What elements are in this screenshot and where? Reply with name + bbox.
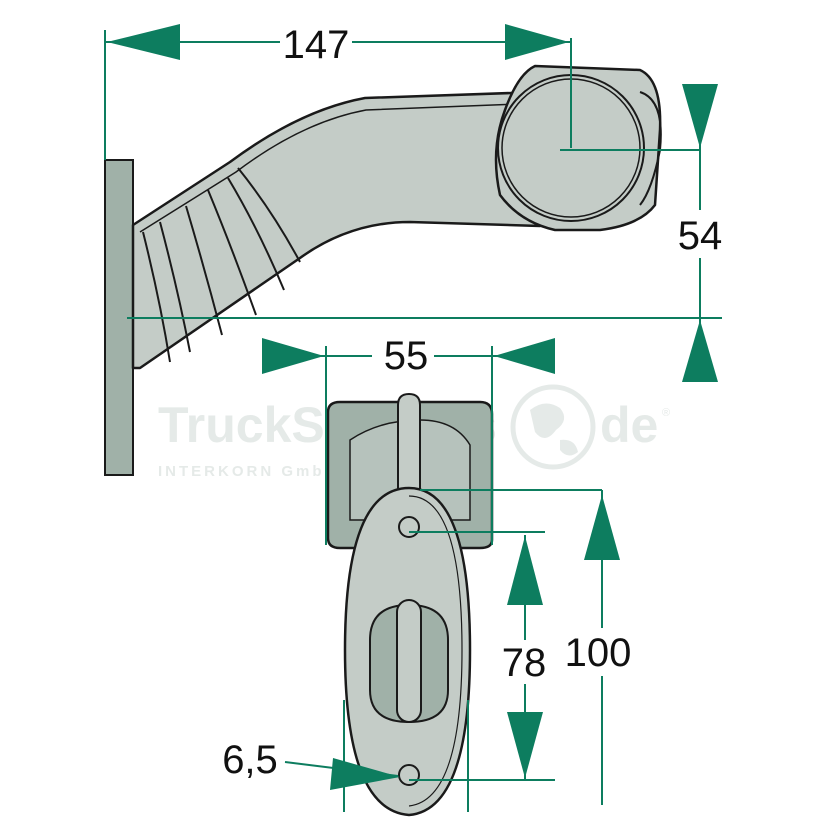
arrow-up-icon: [507, 536, 543, 605]
dimension-55: 55: [262, 334, 555, 545]
arrow-right-icon: [330, 758, 400, 790]
side-view: [104, 64, 662, 476]
dimension-100: 100: [420, 489, 640, 805]
dimension-label-147: 147: [283, 23, 350, 67]
mounting-hole-top: [398, 516, 420, 538]
arrow-down-icon: [682, 84, 718, 148]
globe-icon: [510, 384, 596, 470]
stem: [397, 392, 421, 496]
dimension-label-78: 78: [502, 641, 547, 685]
dimension-label-55: 55: [384, 334, 429, 378]
dimension-6-5: 6,5: [222, 700, 469, 812]
watermark-registered: ®: [662, 407, 670, 419]
dimension-label-6-5: 6,5: [222, 738, 278, 782]
dimension-78: 78: [409, 531, 555, 781]
dimension-54: 54: [127, 84, 727, 382]
arrow-down-icon: [507, 712, 543, 778]
socket-slot: [396, 599, 422, 723]
globe-continents-icon: [530, 403, 578, 456]
dimension-label-54: 54: [678, 214, 723, 258]
watermark-company: INTERKORN GmbH: [158, 463, 338, 480]
arrow-left-icon: [107, 24, 180, 60]
arrow-left-icon: [494, 338, 555, 374]
arrow-up-icon: [584, 495, 620, 560]
arrow-up-icon: [682, 320, 718, 382]
arm-inner-edge: [139, 103, 521, 233]
mounting-hole-bottom: [398, 764, 420, 786]
dimension-label-100: 100: [565, 631, 632, 675]
ribbed-section: [142, 167, 301, 363]
watermark-brand-right: de: [600, 397, 658, 453]
arrow-right-icon: [505, 24, 569, 60]
arrow-right-icon: [262, 338, 324, 374]
dimension-147: 147: [104, 22, 572, 160]
oval-plate-edge: [408, 495, 463, 807]
front-view: [326, 392, 494, 817]
